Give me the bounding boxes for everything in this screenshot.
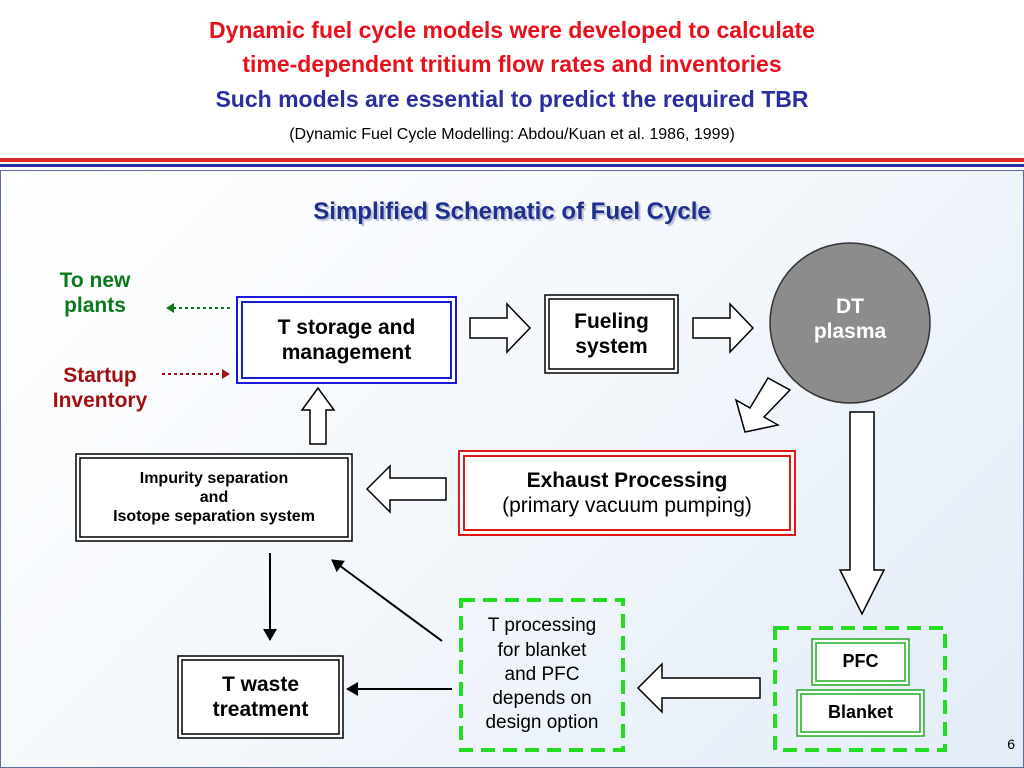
impurity-line-1: Impurity separation bbox=[139, 469, 289, 487]
block-arrow-plasma-to-blanket bbox=[838, 411, 886, 616]
pfc-text: PFC bbox=[842, 651, 879, 672]
t-processing-line-4: depends on bbox=[492, 688, 592, 710]
t-waste-box bbox=[177, 655, 344, 739]
dt-plasma-circle bbox=[769, 242, 931, 404]
t-processing-line-5: design option bbox=[485, 712, 599, 734]
fueling-line-2: system bbox=[575, 335, 648, 358]
t-processing-line-2: for blanket bbox=[497, 639, 587, 661]
startup-inventory-label: Startup Inventory bbox=[30, 357, 170, 419]
separator-red bbox=[0, 158, 1024, 162]
block-arrow-fueling-to-plasma bbox=[692, 302, 755, 354]
arrow-tprocessing-to-impurity bbox=[331, 559, 443, 642]
fueling-system-box bbox=[544, 294, 679, 374]
impurity-text: Impurity separation and Isotope separati… bbox=[80, 458, 348, 537]
blanket-pfc-container bbox=[773, 626, 947, 752]
t-waste-line-1: T waste bbox=[221, 672, 300, 696]
t-storage-box bbox=[236, 296, 457, 384]
separator-blue bbox=[0, 164, 1024, 167]
page-number: 6 bbox=[1007, 736, 1015, 752]
startup-line-1: Startup bbox=[63, 363, 137, 387]
impurity-separation-box bbox=[75, 453, 353, 542]
dt-plasma-text: DT plasma bbox=[790, 288, 910, 350]
fueling-text: Fueling system bbox=[549, 299, 674, 369]
impurity-line-3: Isotope separation system bbox=[113, 508, 315, 526]
blanket-text: Blanket bbox=[827, 702, 894, 723]
impurity-line-2: and bbox=[199, 488, 229, 506]
t-waste-text: T waste treatment bbox=[182, 660, 339, 734]
blanket-box bbox=[796, 689, 925, 737]
exhaust-title: Exhaust Processing bbox=[526, 468, 728, 492]
startup-line-2: Inventory bbox=[52, 389, 148, 412]
exhaust-processing-box bbox=[458, 450, 796, 536]
diagram-title: Simplified Schematic of Fuel Cycle bbox=[313, 198, 711, 225]
block-arrow-plasma-to-exhaust bbox=[734, 376, 792, 433]
t-processing-text: T processing for blanket and PFC depends… bbox=[463, 602, 621, 748]
t-processing-line-3: and PFC bbox=[504, 663, 580, 685]
t-storage-text: T storage and management bbox=[242, 302, 451, 378]
dt-plasma-line-2: plasma bbox=[813, 320, 887, 343]
exhaust-subtitle: (primary vacuum pumping) bbox=[502, 494, 752, 517]
to-new-plants-line-2: plants bbox=[64, 294, 126, 317]
to-new-plants-line-1: To new bbox=[59, 268, 131, 292]
t-storage-line-1: T storage and bbox=[277, 315, 416, 339]
header-citation: (Dynamic Fuel Cycle Modelling: Abdou/Kua… bbox=[289, 126, 735, 143]
to-new-plants-label: To new plants bbox=[40, 262, 150, 324]
header-line-1: Dynamic fuel cycle models were developed… bbox=[209, 17, 815, 43]
block-arrow-exhaust-to-impurity bbox=[365, 464, 447, 514]
block-arrow-storage-to-fueling bbox=[469, 302, 532, 354]
pfc-box bbox=[811, 638, 910, 686]
t-storage-line-2: management bbox=[281, 341, 412, 364]
fueling-line-1: Fueling bbox=[574, 309, 649, 333]
header-line-3: Such models are essential to predict the… bbox=[215, 86, 809, 112]
exhaust-text: Exhaust Processing (primary vacuum pumpi… bbox=[464, 456, 790, 530]
t-waste-line-2: treatment bbox=[212, 698, 309, 721]
block-arrow-blanket-to-tprocessing bbox=[636, 662, 761, 714]
t-processing-line-1: T processing bbox=[487, 615, 597, 637]
block-arrow-impurity-to-storage bbox=[300, 386, 336, 445]
header-line-2: time-dependent tritium flow rates and in… bbox=[242, 51, 782, 77]
dt-plasma-line-1: DT bbox=[836, 294, 864, 318]
